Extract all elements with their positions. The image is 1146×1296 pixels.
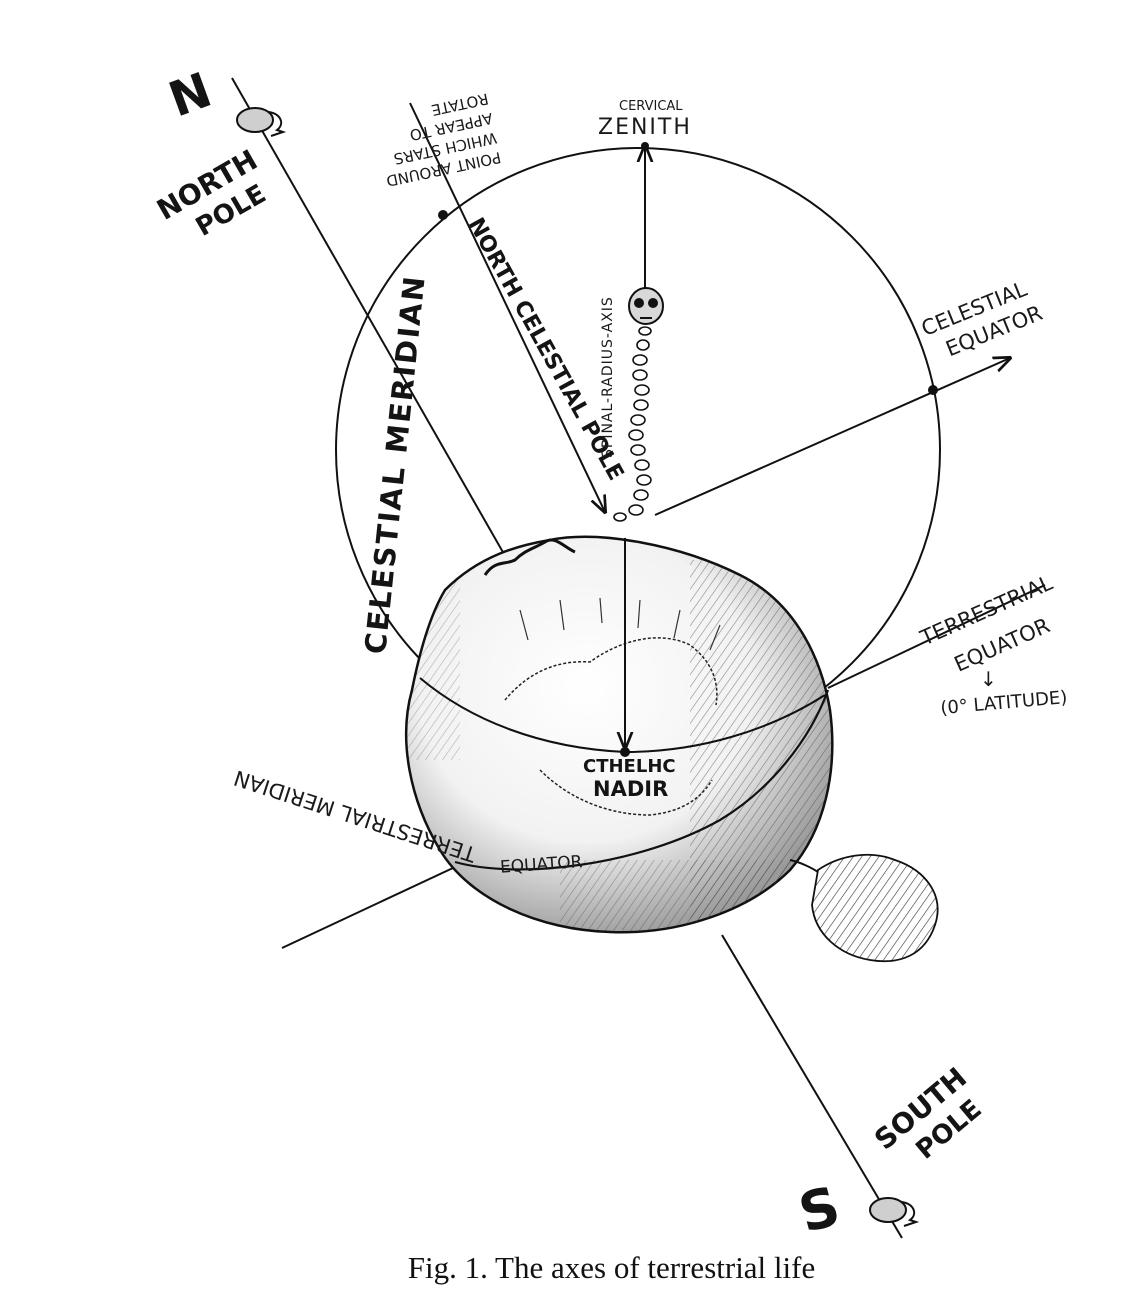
zenith-point <box>641 142 649 150</box>
north-celestial-pole-axis <box>409 102 605 512</box>
polar-axis-lower <box>721 934 903 1239</box>
celestial-equator-line <box>654 358 1010 516</box>
label-spinal-axis: SPINAL-RADIUS-AXIS <box>600 296 616 458</box>
label-zenith: ZENITH <box>598 115 692 140</box>
skull-icon <box>628 287 664 325</box>
label-north-pole: NORTH POLE <box>151 143 271 243</box>
label-point-note: POINT AROUND WHICH STARS APPEAR TO ROTAT… <box>385 89 503 190</box>
terrestrial-equator-line-right <box>827 584 1046 689</box>
point-note-w6: TO <box>408 122 433 144</box>
label-celestial-equator: CELESTIAL EQUATOR <box>918 277 1046 361</box>
celestial-pole-point <box>438 210 448 220</box>
polar-axis-upper <box>231 77 513 569</box>
nadir-point <box>620 747 630 757</box>
celestial-equator-point <box>928 385 938 395</box>
label-cthelic: CTHELHC <box>583 756 676 777</box>
label-south-pole: SOUTH POLE <box>868 1061 987 1166</box>
terrestrial-equator-line-left <box>281 859 471 949</box>
label-nadir: NADIR <box>593 777 668 801</box>
latitude-arrow: ↓ <box>980 667 997 691</box>
globe-tuft <box>789 853 939 963</box>
label-s: S <box>792 1174 846 1240</box>
label-n: N <box>162 62 219 128</box>
celestial-diagram: N NORTH POLE POINT AROUND WHICH STARS AP… <box>151 62 1069 1240</box>
south-rotation-icon <box>869 1197 920 1227</box>
label-celestial-meridian: CELESTIAL MERIDIAN <box>358 273 432 656</box>
label-latitude: (0° LATITUDE) <box>940 687 1069 719</box>
figure-caption: Fig. 1. The axes of terrestrial life <box>407 1250 816 1285</box>
globe-equator-curve <box>454 689 830 871</box>
spine-chain <box>613 326 652 522</box>
north-rotation-icon <box>236 107 287 137</box>
label-cervical: CERVICAL <box>619 99 683 114</box>
